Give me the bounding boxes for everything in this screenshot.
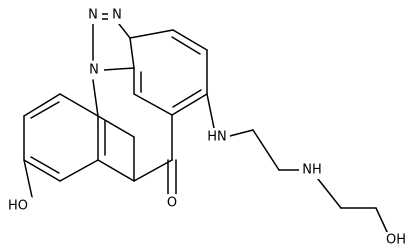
atom-labels: N N N HN NH O HO OH (4, 6, 410, 248)
bond-c10a-n9 (97, 115, 135, 138)
bond-c6-c6a (133, 159, 173, 182)
bond-c5-c5a-double (172, 89, 202, 108)
bond-c2a-c3 (129, 29, 174, 39)
bond-c8-c7-double (30, 156, 60, 174)
atom-n-ring: N (89, 63, 99, 78)
bond-n9-down (92, 79, 99, 117)
bond-c8-oh (23, 159, 33, 198)
atom-hydroxyl-left: HO (8, 199, 28, 214)
bond-c3-c4 (172, 29, 208, 51)
bond-c2a-c9a (129, 37, 135, 69)
bond-c5-c5a (171, 93, 208, 116)
atom-hydroxyl-right: OH (386, 233, 406, 248)
bond-c7-c6a (59, 159, 99, 182)
bond-c10-c9-double (30, 101, 60, 119)
bond-nh-ch2 (225, 129, 254, 138)
bond-c8-c7 (23, 159, 61, 182)
bond-ch2-ch2 (252, 129, 280, 171)
bond-ch2-oh (375, 207, 389, 235)
bond-c10-c9 (23, 93, 61, 117)
atom-n-top-left: N (88, 8, 98, 23)
bond-c5a-c9a (133, 93, 173, 116)
bond-nh2-ch2 (317, 178, 342, 209)
atom-carbonyl-o: O (167, 196, 177, 211)
atom-nh-chain-2: NH (302, 163, 322, 178)
atom-nh-chain: HN (207, 130, 227, 145)
bond-c5-nh (206, 93, 215, 129)
bond-n2-c2a (118, 23, 131, 39)
bond-lines (23, 13, 389, 235)
bond-c3-c4-double (171, 36, 201, 55)
bond-c6a-link (97, 159, 135, 182)
bond-c10a-c10 (59, 93, 99, 117)
bond-n9-c9a (103, 67, 135, 71)
atom-n-top-right: N (112, 8, 122, 23)
